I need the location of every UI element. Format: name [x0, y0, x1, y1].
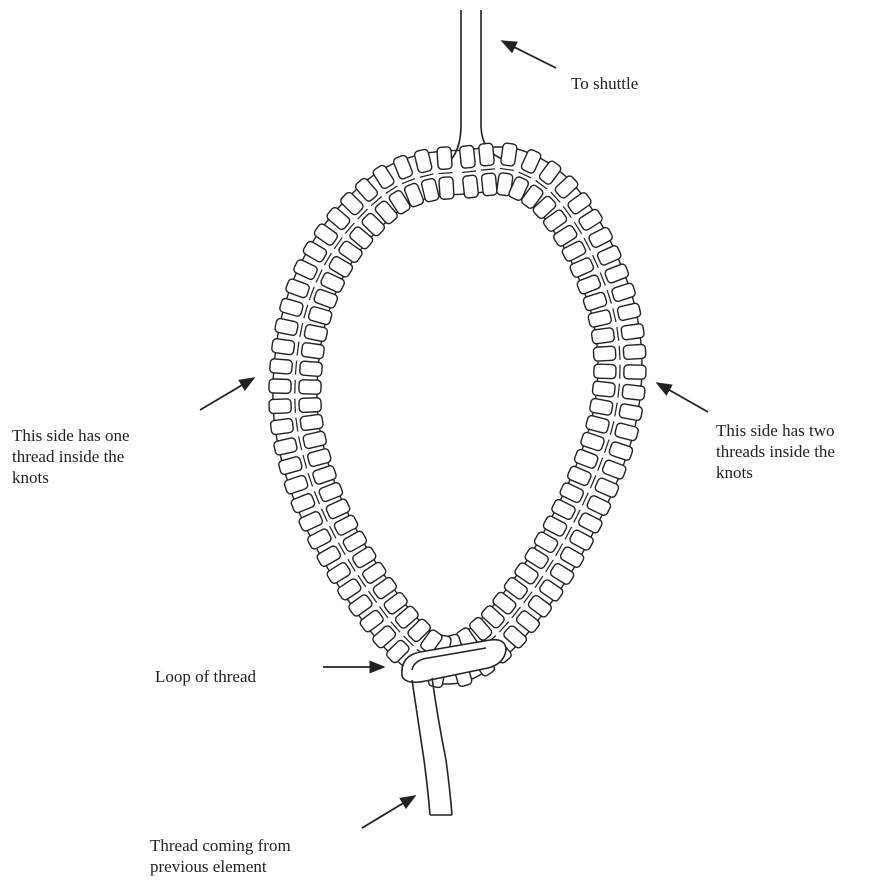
label-line: This side has one	[12, 425, 130, 446]
shuttle-thread	[440, 10, 505, 168]
previous-thread	[412, 678, 452, 815]
double-stitch-knot	[459, 145, 478, 198]
label-line: knots	[716, 462, 835, 483]
label-line: previous element	[150, 856, 291, 877]
double-stitch-knot	[269, 379, 321, 394]
arrow-one-thread-side	[200, 378, 254, 410]
double-stitch-knot	[592, 381, 645, 401]
double-stitch-knot	[270, 359, 323, 377]
label-line: To shuttle	[571, 73, 638, 94]
arrow-to-shuttle	[502, 41, 556, 68]
label-to-shuttle: To shuttle	[571, 73, 638, 94]
double-stitch-knot	[271, 338, 324, 359]
thread-loop	[402, 640, 506, 683]
arrow-previous-thread	[362, 796, 415, 828]
label-line: thread inside the	[12, 446, 130, 467]
label-line: This side has two	[716, 420, 835, 441]
label-line: threads inside the	[716, 441, 835, 462]
double-stitch-knot	[270, 414, 323, 435]
label-two-threads-side: This side has two threads inside the kno…	[716, 420, 835, 483]
label-one-thread-side: This side has one thread inside the knot…	[12, 425, 130, 488]
double-stitch-knot	[269, 398, 321, 414]
double-stitch-knot	[437, 147, 454, 200]
label-line: Loop of thread	[155, 666, 256, 687]
double-stitch-knot	[594, 364, 646, 379]
label-line: Thread coming from	[150, 835, 291, 856]
label-loop-of-thread: Loop of thread	[155, 666, 256, 687]
arrow-two-threads-side	[657, 383, 708, 412]
double-stitch-knot	[593, 344, 646, 361]
tatted-ring	[269, 143, 646, 688]
label-line: knots	[12, 467, 130, 488]
double-stitch-knot	[479, 143, 498, 196]
label-thread-from-previous: Thread coming from previous element	[150, 835, 291, 877]
